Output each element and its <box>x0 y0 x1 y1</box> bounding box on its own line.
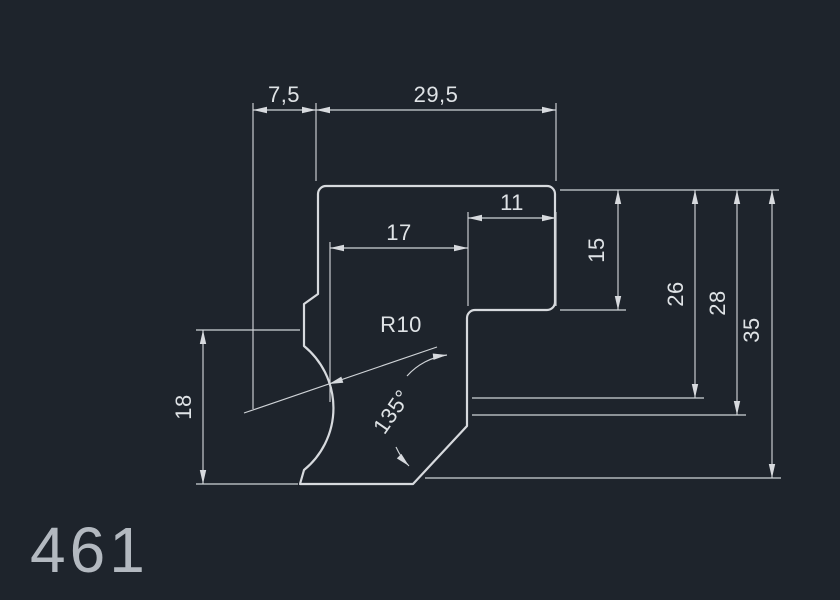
arrowhead <box>733 190 741 204</box>
dim-height-28: 28 <box>705 190 741 415</box>
dim-text-26: 26 <box>663 281 688 306</box>
dim-text-28: 28 <box>705 290 730 315</box>
arrowhead <box>302 106 316 114</box>
arrowhead <box>396 453 412 469</box>
dim-text-18: 18 <box>171 394 196 419</box>
dim-text-135: 135° <box>368 385 416 438</box>
arrowhead <box>330 244 344 252</box>
dim-tab-height-15: 15 <box>584 190 622 310</box>
arrowhead <box>468 214 482 222</box>
dim-radius-r10: R10 <box>243 312 438 414</box>
dim-text-35: 35 <box>739 317 764 342</box>
dim-text-11: 11 <box>500 190 524 215</box>
arrowhead <box>253 106 267 114</box>
arrowhead <box>432 351 448 360</box>
dim-text-17: 17 <box>386 220 411 245</box>
dim-angle-135: 135° <box>368 351 448 469</box>
dim-text-15: 15 <box>584 237 609 262</box>
dim-width-29-5: 29,5 <box>316 82 557 181</box>
profile-outline <box>298 184 557 486</box>
dim-text-29-5: 29,5 <box>414 82 459 107</box>
dim-total-height-35: 35 <box>739 190 776 478</box>
arrowhead <box>199 470 207 484</box>
arrowhead <box>614 190 622 204</box>
dim-tab-width-11: 11 <box>467 190 557 306</box>
arrowhead <box>691 190 699 204</box>
arrowhead <box>691 384 699 398</box>
arrowhead <box>768 190 776 204</box>
arrowhead <box>614 296 622 310</box>
arrowhead <box>542 106 556 114</box>
part-number-label: 461 <box>30 514 149 586</box>
dim-foot-height-18: 18 <box>171 329 300 485</box>
arrowhead <box>316 106 330 114</box>
dim-text-7-5: 7,5 <box>268 82 300 107</box>
arrowhead <box>733 401 741 415</box>
arrowhead <box>768 464 776 478</box>
arrowhead <box>199 330 207 344</box>
angle-dim-arc <box>406 354 448 377</box>
dim-height-26: 26 <box>663 190 699 398</box>
dim-mid-width-17: 17 <box>329 220 468 402</box>
dim-text-r10: R10 <box>380 312 422 337</box>
arrowhead <box>454 244 468 252</box>
dim-offset-7-5: 7,5 <box>252 82 317 409</box>
